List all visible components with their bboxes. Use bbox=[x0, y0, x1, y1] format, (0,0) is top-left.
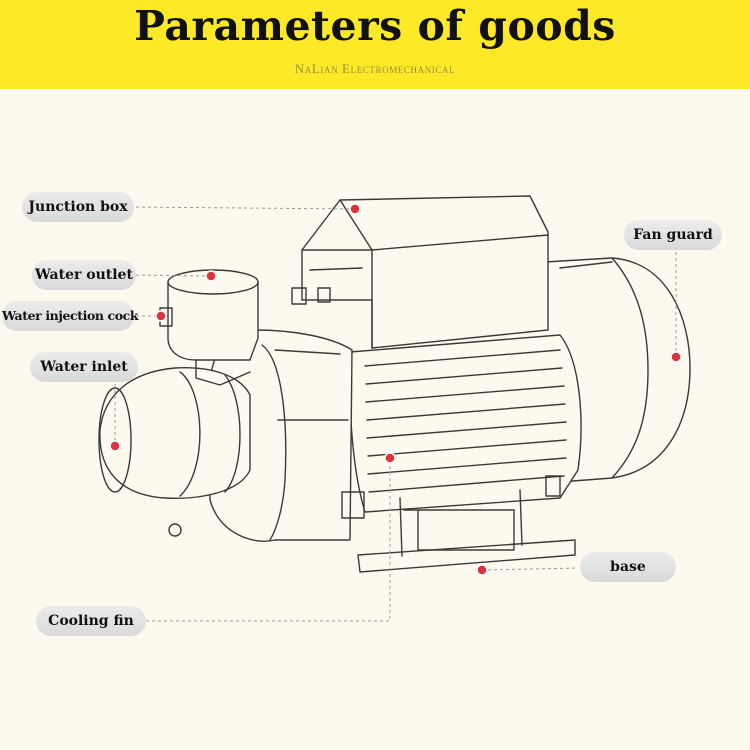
label-base: base bbox=[580, 552, 676, 582]
page-title: Parameters of goods bbox=[134, 2, 616, 50]
marker-fan-guard bbox=[670, 351, 682, 363]
page-subtitle: NaLian Electromechanical bbox=[294, 61, 456, 76]
pump-illustration bbox=[98, 195, 691, 573]
label-junction-box: Junction box bbox=[22, 192, 134, 222]
base-shape bbox=[357, 539, 576, 573]
leader-water-outlet bbox=[129, 274, 212, 277]
label-water-outlet: Water outlet bbox=[32, 260, 136, 290]
leader-base bbox=[481, 567, 579, 571]
marker-water-inlet bbox=[109, 440, 121, 452]
label-fan-guard: Fan guard bbox=[624, 220, 722, 250]
marker-cooling-fin bbox=[384, 452, 396, 464]
water-outlet-shape bbox=[167, 281, 259, 361]
cooling-fins bbox=[364, 349, 567, 493]
label-water-injection-cock: Water injection cock bbox=[2, 301, 139, 331]
marker-water-outlet bbox=[205, 270, 217, 282]
water-inlet-shape bbox=[99, 367, 251, 499]
leader-lines bbox=[114, 206, 677, 622]
marker-injection-cock bbox=[155, 310, 167, 322]
header-banner: Parameters of goods NaLian Electromechan… bbox=[0, 0, 750, 89]
leader-junction-box bbox=[129, 206, 356, 210]
label-water-inlet: Water inlet bbox=[30, 352, 138, 382]
junction-box-shape bbox=[301, 195, 549, 349]
label-cooling-fin: Cooling fin bbox=[36, 606, 146, 636]
marker-junction-box bbox=[349, 203, 361, 215]
markers bbox=[109, 203, 682, 576]
marker-base bbox=[476, 564, 488, 576]
